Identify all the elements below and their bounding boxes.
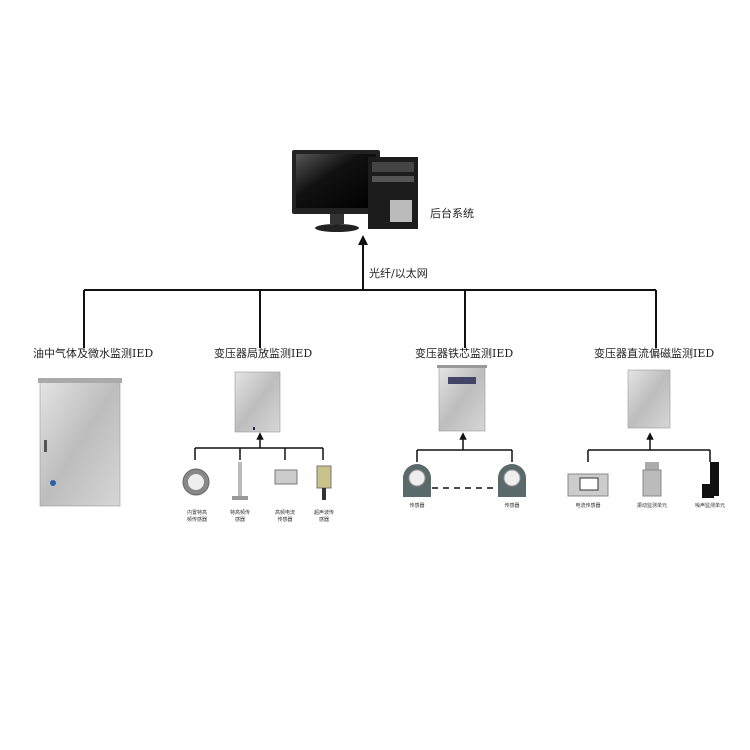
sensor-label: 高频电流传感器 bbox=[275, 510, 296, 523]
ied-label-core: 变压器铁芯监测IED bbox=[415, 347, 514, 360]
sensor-label: 电流传感器 bbox=[575, 503, 601, 509]
sensor-label: 传感器 bbox=[504, 503, 520, 509]
network-label: 光纤/以太网 bbox=[369, 267, 428, 280]
gas-water-ied-cabinet bbox=[38, 378, 122, 507]
sensor-label: 传感器 bbox=[409, 503, 425, 509]
sensor-label: 噪声监测单元 bbox=[695, 503, 726, 509]
ied-label-pd: 变压器局放监测IED bbox=[214, 347, 313, 360]
network-lines bbox=[83, 235, 657, 348]
dc-bias-ied bbox=[567, 369, 719, 498]
core-ied bbox=[403, 365, 526, 497]
sensor-label: 特高频传感器 bbox=[230, 510, 251, 523]
sensor-label: 内置特高频传感器 bbox=[186, 510, 207, 523]
ied-label-dcbias: 变压器直流偏磁监测IED bbox=[594, 347, 715, 360]
partial-discharge-ied bbox=[182, 371, 332, 500]
backend-label: 后台系统 bbox=[430, 207, 474, 220]
sensor-label: 超声波传感器 bbox=[314, 510, 335, 523]
sensor-label: 振动监测单元 bbox=[637, 503, 668, 509]
ied-label-gas: 油中气体及微水监测IED bbox=[33, 347, 154, 360]
computer-icon bbox=[292, 150, 418, 232]
